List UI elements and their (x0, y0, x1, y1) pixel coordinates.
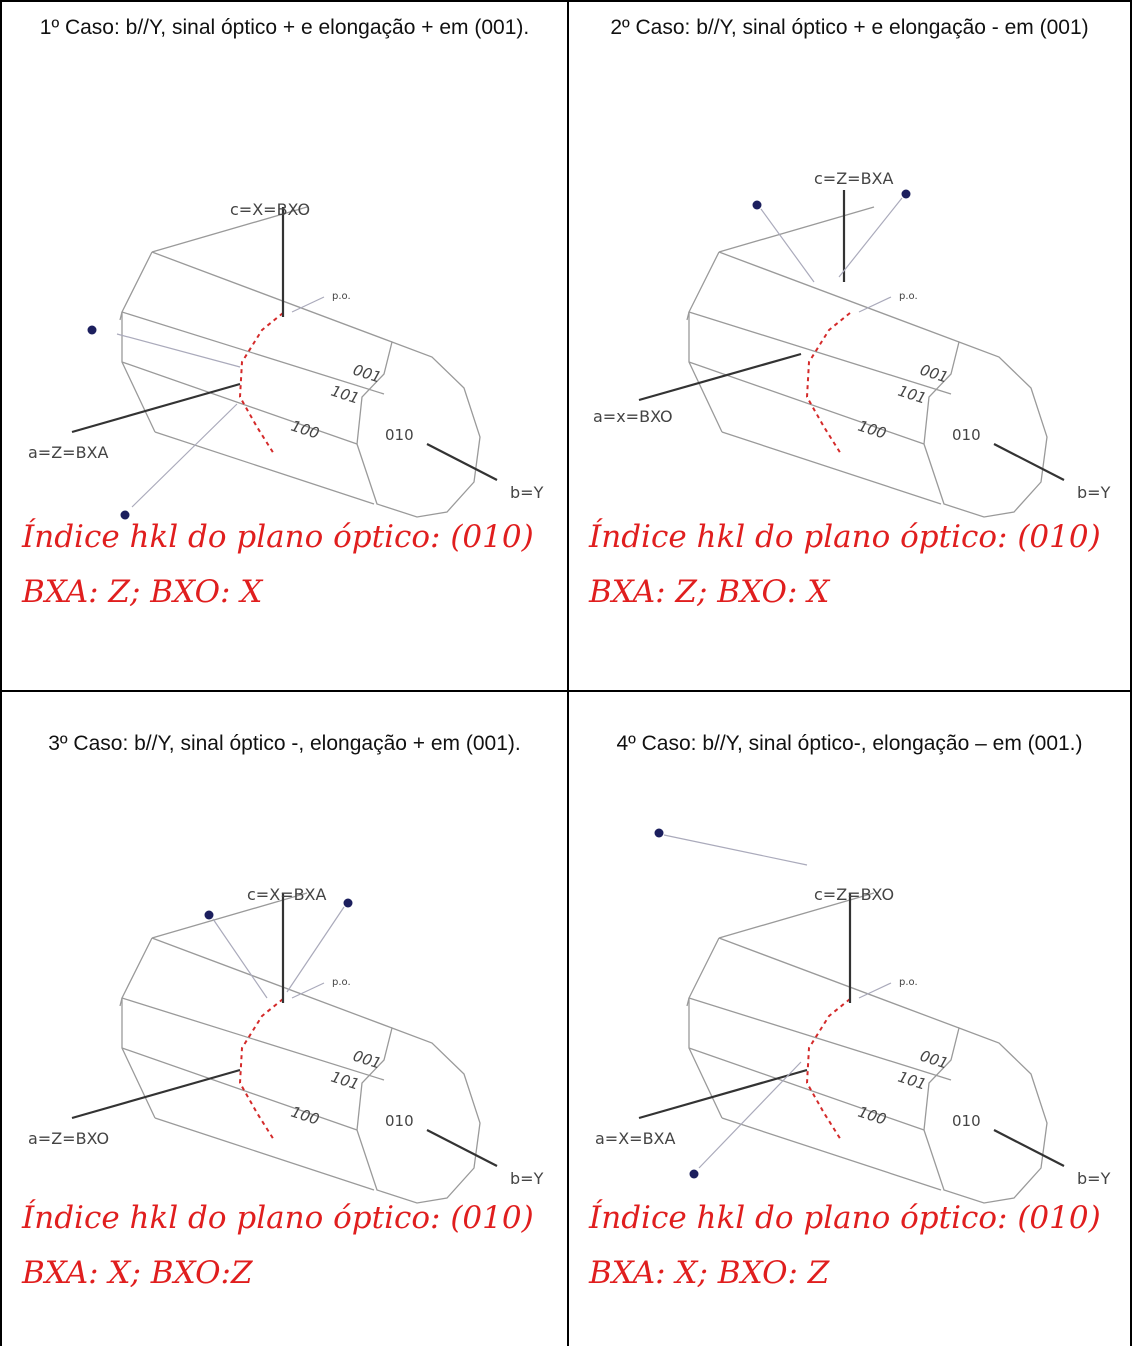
optic-axis-line-2 (698, 1061, 802, 1169)
left-axis-label: a=x=BXO (593, 407, 673, 426)
b-axis-line (426, 1129, 498, 1167)
axes (638, 893, 1065, 1167)
top-axis-label: c=X=BXA (247, 885, 327, 904)
case-2-caption: 2º Caso: b//Y, sinal óptico + e elongaçã… (610, 16, 1089, 39)
crystal-diagram: c=X=BXO a=Z=BXA b=Y p.o. 001 101 100 010 (28, 200, 544, 520)
case-3-answer-index: Índice hkl do plano óptico: (010) (22, 1200, 534, 1236)
top-axis-label: c=Z=BXO (814, 885, 894, 904)
face-010-label: 010 (952, 1112, 981, 1130)
b-axis-line (993, 1129, 1065, 1167)
right-axis-label: b=Y (1077, 1169, 1111, 1188)
dashed-section (805, 312, 851, 455)
right-axis-label: b=Y (510, 483, 544, 502)
po-label: p.o. (899, 977, 918, 988)
face-100-label: 100 (856, 1103, 889, 1129)
case-4-answer-index: Índice hkl do plano óptico: (010) (588, 1200, 1101, 1236)
right-axis-label: b=Y (1077, 483, 1111, 502)
optic-axis-dot-2 (689, 1169, 699, 1179)
axes (638, 190, 1065, 481)
optic-normals (116, 296, 325, 508)
b-axis-line (426, 443, 498, 481)
optic-axis-dot-2 (343, 898, 353, 908)
crystal-diagram: c=Z=BXO a=X=BXA b=Y p.o. 001 101 100 010 (595, 828, 1111, 1204)
face-010-label: 010 (385, 426, 414, 444)
crystal-prism (686, 892, 1048, 1204)
face-001-label: 001 (351, 361, 384, 387)
top-axis-label: c=Z=BXA (814, 169, 894, 188)
case-4-caption: 4º Caso: b//Y, sinal óptico-, elongação … (616, 732, 1083, 755)
po-arrow (291, 296, 325, 313)
crystal-prism (686, 206, 1048, 518)
dashed-section (805, 998, 851, 1141)
face-100-label: 100 (289, 417, 322, 443)
case-3-cell: 3º Caso: b//Y, sinal óptico -, elongação… (0, 690, 569, 1346)
optic-axis-dot-1 (654, 828, 664, 838)
optic-normals (663, 834, 892, 1169)
case-1-cell: 1º Caso: b//Y, sinal óptico + e elongaçã… (0, 0, 569, 692)
case-4-answer-bisectrices: BXA: X; BXO: Z (588, 1255, 830, 1291)
crystal-diagram: c=Z=BXA a=x=BXO b=Y p.o. 001 101 100 010 (593, 169, 1111, 518)
optic-normals (760, 197, 903, 313)
crystal-prism (119, 206, 481, 518)
optic-axis-line-1 (212, 918, 268, 999)
case-2-cell: 2º Caso: b//Y, sinal óptico + e elongaçã… (566, 0, 1132, 692)
optic-axis-line-1 (760, 208, 815, 283)
face-001-label: 001 (351, 1047, 384, 1073)
axes (71, 893, 498, 1167)
po-label: p.o. (899, 291, 918, 302)
case-1-caption: 1º Caso: b//Y, sinal óptico + e elongaçã… (39, 16, 530, 39)
optic-axis-dot-1 (752, 200, 762, 210)
optic-axis-dot-2 (901, 189, 911, 199)
po-arrow (291, 982, 325, 999)
optic-axis-line-2 (838, 197, 903, 278)
optic-axis-line-2 (286, 906, 345, 993)
case-1-answer-index: Índice hkl do plano óptico: (010) (22, 519, 534, 555)
face-100-label: 100 (856, 417, 889, 443)
left-axis-label: a=X=BXA (595, 1129, 676, 1148)
po-label: p.o. (332, 291, 351, 302)
left-axis-label: a=Z=BXO (28, 1129, 109, 1148)
optic-axis-dot-2 (120, 510, 130, 520)
crystal-prism (119, 892, 481, 1204)
optic-axis-line-1 (663, 834, 808, 866)
a-axis-line (638, 352, 802, 402)
crystal-diagram: c=X=BXA a=Z=BXO b=Y p.o. 001 101 100 010 (28, 885, 544, 1204)
case-2-answer-bisectrices: BXA: Z; BXO: X (588, 574, 830, 610)
a-axis-line (638, 1068, 808, 1120)
po-arrow (858, 982, 892, 999)
face-010-label: 010 (952, 426, 981, 444)
face-001-label: 001 (918, 1047, 951, 1073)
po-label: p.o. (332, 977, 351, 988)
optic-normals (212, 906, 345, 999)
dashed-section (238, 312, 284, 455)
optic-axis-dot-1 (204, 910, 214, 920)
case-4-cell: 4º Caso: b//Y, sinal óptico-, elongação … (566, 690, 1132, 1346)
left-axis-label: a=Z=BXA (28, 443, 109, 462)
face-100-label: 100 (289, 1103, 322, 1129)
case-3-answer-bisectrices: BXA: X; BXO:Z (22, 1255, 253, 1291)
right-axis-label: b=Y (510, 1169, 544, 1188)
a-axis-line (71, 1068, 241, 1120)
case-2-answer-index: Índice hkl do plano óptico: (010) (588, 519, 1101, 555)
case-3-caption: 3º Caso: b//Y, sinal óptico -, elongação… (48, 732, 521, 755)
a-axis-line (71, 382, 241, 434)
po-arrow (858, 296, 892, 313)
b-axis-line (993, 443, 1065, 481)
top-axis-label: c=X=BXO (230, 200, 310, 219)
face-001-label: 001 (918, 361, 951, 387)
optic-axis-line-2 (131, 403, 238, 508)
axes (71, 207, 498, 481)
dashed-section (238, 998, 284, 1141)
optic-axis-dot-1 (87, 325, 97, 335)
case-1-answer-bisectrices: BXA: Z; BXO: X (22, 574, 263, 610)
optic-axis-line-1 (116, 333, 241, 368)
face-010-label: 010 (385, 1112, 414, 1130)
